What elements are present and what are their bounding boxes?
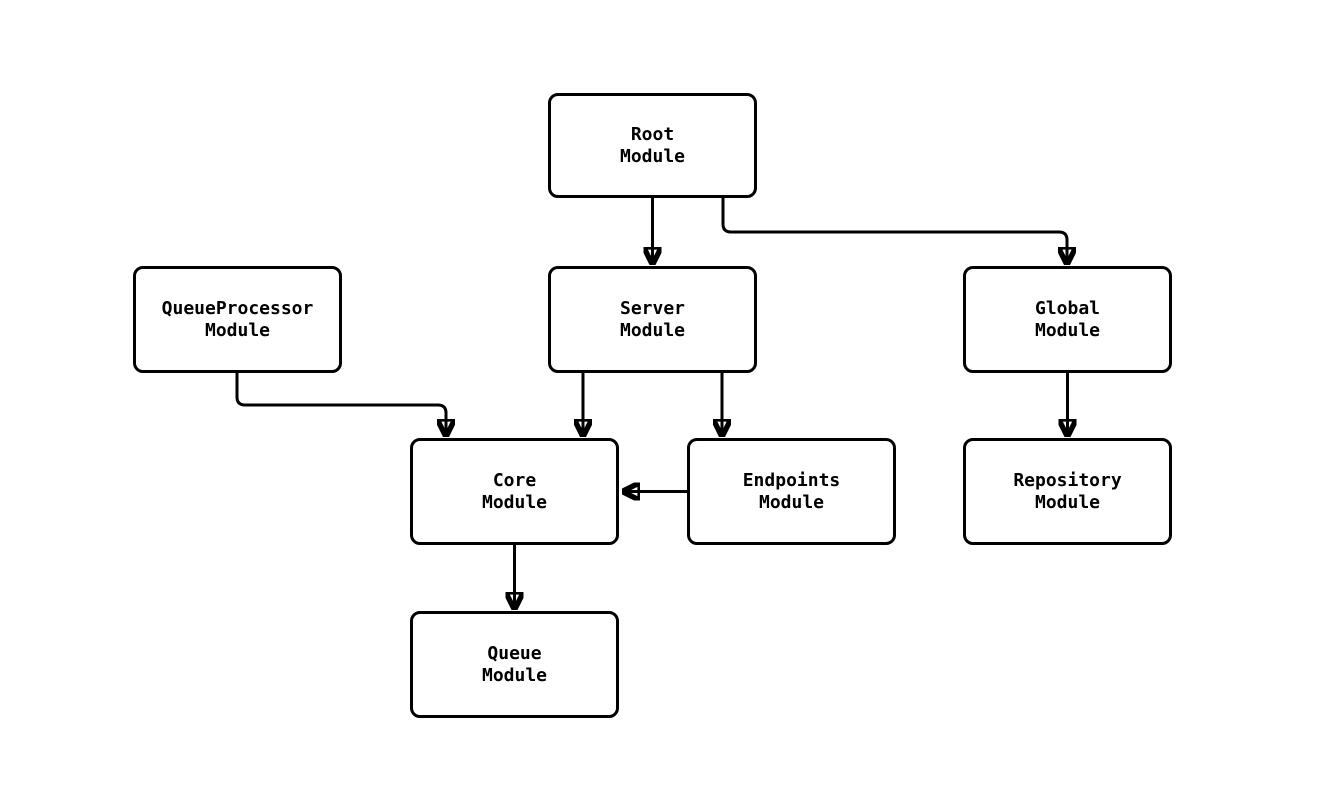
node-label-line: Repository xyxy=(1013,469,1122,491)
node-label-line: Module xyxy=(619,319,686,341)
node-label-line: QueueProcessor xyxy=(161,297,314,319)
node-label-line: Core xyxy=(492,469,537,491)
node-queue-module: Queue Module xyxy=(410,611,619,718)
node-global-module: Global Module xyxy=(963,266,1172,373)
node-label-line: Module xyxy=(204,319,271,341)
node-label-line: Global xyxy=(1034,297,1101,319)
node-endpoints-module: Endpoints Module xyxy=(687,438,896,545)
node-label-line: Server xyxy=(619,297,686,319)
edge-root-to-global xyxy=(721,198,1067,264)
node-server-module: Server Module xyxy=(548,266,757,373)
node-label-line: Root xyxy=(630,123,675,145)
node-label-line: Module xyxy=(758,491,825,513)
node-repository-module: Repository Module xyxy=(963,438,1172,545)
node-label-line: Module xyxy=(1034,319,1101,341)
node-label-line: Module xyxy=(619,145,686,167)
node-label-line: Module xyxy=(481,664,548,686)
node-queueprocessor-module: QueueProcessor Module xyxy=(133,266,342,373)
node-root-module: Root Module xyxy=(548,93,757,198)
node-core-module: Core Module xyxy=(410,438,619,545)
node-label-line: Module xyxy=(481,491,548,513)
edge-queueprocessor-to-core xyxy=(235,373,446,436)
node-label-line: Endpoints xyxy=(742,469,841,491)
node-label-line: Module xyxy=(1034,491,1101,513)
node-label-line: Queue xyxy=(487,642,542,664)
